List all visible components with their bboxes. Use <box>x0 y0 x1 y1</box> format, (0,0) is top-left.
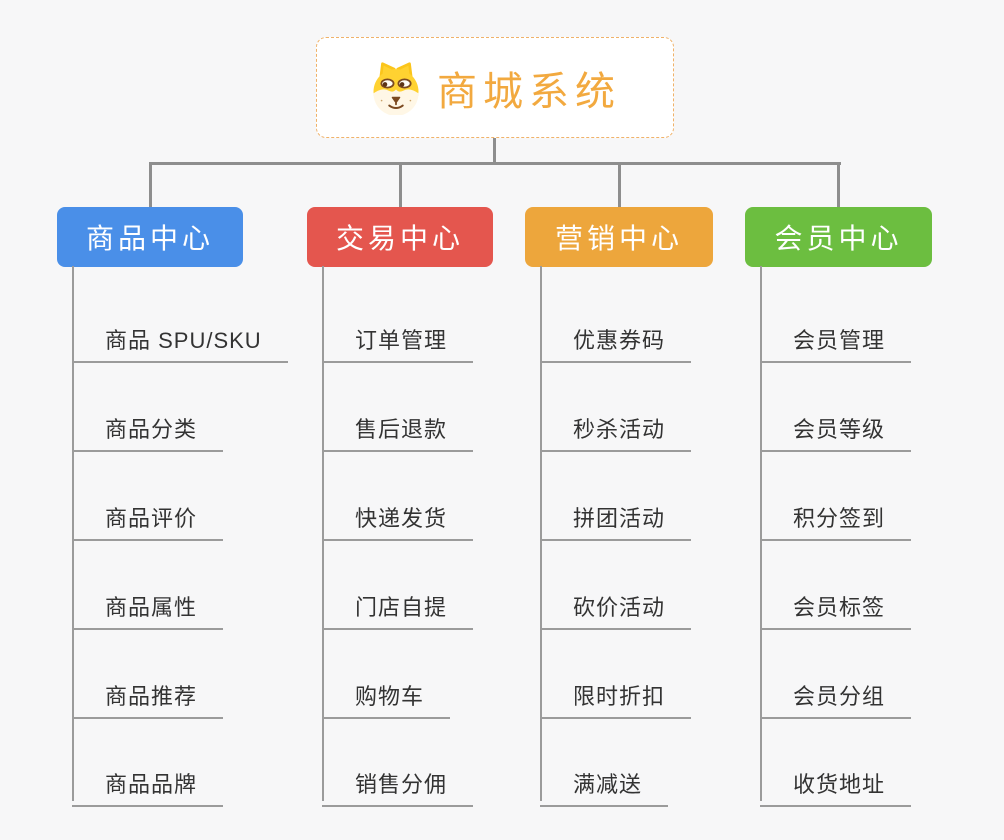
leaf-node-product-center-5[interactable]: 商品品牌 <box>72 758 224 807</box>
leaf-label: 快递发货 <box>355 506 448 531</box>
leaf-label: 优惠券码 <box>573 328 666 353</box>
branch-drop-line <box>617 162 621 207</box>
leaf-label: 订单管理 <box>355 328 448 353</box>
branch-node-product-center[interactable]: 商品中心 <box>57 207 243 267</box>
leaf-label: 商品属性 <box>105 595 198 620</box>
leaf-label: 收货地址 <box>793 772 886 797</box>
leaf-label: 商品评价 <box>105 506 198 531</box>
leaf-label: 商品品牌 <box>105 772 198 797</box>
branch-label: 营销中心 <box>554 223 683 254</box>
leaf-label: 砍价活动 <box>573 595 666 620</box>
leaf-label: 购物车 <box>355 684 425 709</box>
leaf-label: 积分签到 <box>793 506 886 531</box>
leaf-label: 满减送 <box>573 772 643 797</box>
leaf-label: 售后退款 <box>355 417 448 442</box>
leaf-node-member-center-0[interactable]: 会员管理 <box>760 314 912 363</box>
leaf-node-member-center-4[interactable]: 会员分组 <box>760 670 912 719</box>
leaf-node-trade-center-2[interactable]: 快递发货 <box>322 492 474 541</box>
leaf-node-trade-center-4[interactable]: 购物车 <box>322 670 451 719</box>
branch-node-trade-center[interactable]: 交易中心 <box>307 207 493 267</box>
root-stem-line <box>493 138 496 165</box>
leaf-label: 拼团活动 <box>573 506 666 531</box>
rail-line <box>150 162 841 165</box>
leaf-label: 会员分组 <box>793 684 886 709</box>
leaf-label: 会员等级 <box>793 417 886 442</box>
branch-label: 会员中心 <box>774 223 903 254</box>
leaf-node-marketing-center-4[interactable]: 限时折扣 <box>540 670 692 719</box>
leaf-node-trade-center-0[interactable]: 订单管理 <box>322 314 474 363</box>
leaf-label: 秒杀活动 <box>573 417 666 442</box>
leaf-node-member-center-2[interactable]: 积分签到 <box>760 492 912 541</box>
leaf-node-product-center-1[interactable]: 商品分类 <box>72 403 224 452</box>
branch-line <box>540 266 542 801</box>
leaf-node-trade-center-3[interactable]: 门店自提 <box>322 581 474 630</box>
branch-node-member-center[interactable]: 会员中心 <box>745 207 932 267</box>
leaf-label: 门店自提 <box>355 595 448 620</box>
root-title: 商城系统 <box>437 69 621 114</box>
leaf-label: 会员管理 <box>793 328 886 353</box>
leaf-label: 限时折扣 <box>573 684 666 709</box>
leaf-node-marketing-center-5[interactable]: 满减送 <box>540 758 669 807</box>
branch-line <box>72 266 74 801</box>
leaf-node-product-center-4[interactable]: 商品推荐 <box>72 670 224 719</box>
leaf-node-trade-center-1[interactable]: 售后退款 <box>322 403 474 452</box>
leaf-node-product-center-3[interactable]: 商品属性 <box>72 581 224 630</box>
leaf-node-member-center-3[interactable]: 会员标签 <box>760 581 912 630</box>
branch-label: 商品中心 <box>85 223 214 254</box>
branch-drop-line <box>837 162 840 207</box>
leaf-label: 商品分类 <box>105 417 198 442</box>
branch-drop-line <box>398 162 402 207</box>
root-node[interactable]: 商城系统 <box>316 37 674 138</box>
leaf-label: 销售分佣 <box>355 772 448 797</box>
leaf-label: 会员标签 <box>793 595 886 620</box>
leaf-node-product-center-2[interactable]: 商品评价 <box>72 492 224 541</box>
leaf-node-marketing-center-3[interactable]: 砍价活动 <box>540 581 692 630</box>
leaf-label: 商品推荐 <box>105 684 198 709</box>
branch-label: 交易中心 <box>335 223 464 254</box>
leaf-node-marketing-center-2[interactable]: 拼团活动 <box>540 492 692 541</box>
leaf-node-member-center-1[interactable]: 会员等级 <box>760 403 912 452</box>
branch-line <box>322 266 324 801</box>
leaf-node-marketing-center-1[interactable]: 秒杀活动 <box>540 403 692 452</box>
leaf-node-trade-center-5[interactable]: 销售分佣 <box>322 758 474 807</box>
branch-drop-line <box>148 162 152 207</box>
leaf-node-member-center-5[interactable]: 收货地址 <box>760 758 912 807</box>
leaf-node-marketing-center-0[interactable]: 优惠券码 <box>540 314 692 363</box>
branch-node-marketing-center[interactable]: 营销中心 <box>525 207 713 267</box>
leaf-node-product-center-0[interactable]: 商品 SPU/SKU <box>72 314 288 363</box>
leaf-label: 商品 SPU/SKU <box>105 328 262 353</box>
shiba-dog-icon <box>373 61 419 115</box>
branch-line <box>760 266 762 801</box>
